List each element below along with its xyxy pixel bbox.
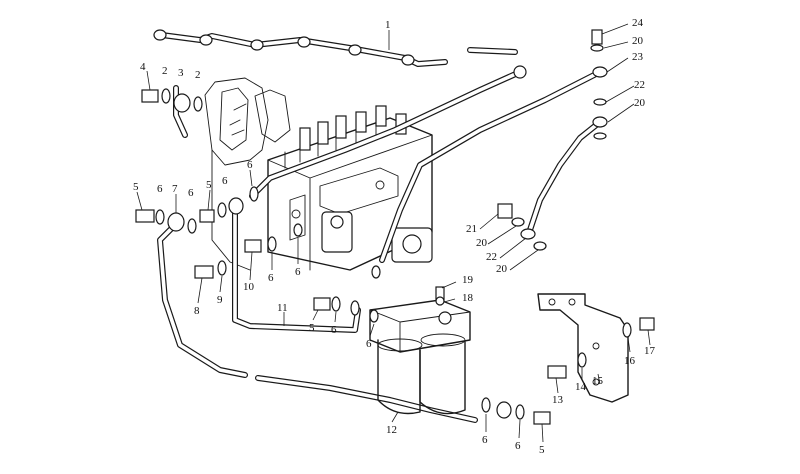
callout-15: 15 bbox=[592, 375, 604, 387]
callout-10: 10 bbox=[243, 281, 255, 293]
injection-pump bbox=[267, 105, 433, 271]
callout-22: 22 bbox=[634, 79, 645, 91]
callout-18: 18 bbox=[462, 292, 474, 304]
callout-5: 5 bbox=[539, 444, 545, 456]
callout-labels: 1 24 20 23 4 2 3 2 22 20 5 6 7 6 5 6 6 2… bbox=[133, 17, 656, 456]
callout-6: 6 bbox=[188, 187, 194, 199]
callout-6: 6 bbox=[222, 175, 228, 187]
callout-3: 3 bbox=[178, 67, 184, 79]
callout-24: 24 bbox=[632, 17, 644, 29]
callout-5: 5 bbox=[133, 181, 139, 193]
callout-21: 21 bbox=[466, 223, 477, 235]
callout-6: 6 bbox=[295, 266, 301, 278]
hardware bbox=[135, 29, 655, 425]
callout-9: 9 bbox=[217, 294, 223, 306]
fuel-filter bbox=[369, 286, 471, 415]
callout-6: 6 bbox=[247, 159, 253, 171]
callout-20: 20 bbox=[476, 237, 488, 249]
callout-7: 7 bbox=[172, 183, 178, 195]
callout-20: 20 bbox=[632, 35, 644, 47]
callout-8: 8 bbox=[194, 305, 200, 317]
callout-20: 20 bbox=[496, 263, 508, 275]
callout-16: 16 bbox=[624, 355, 636, 367]
callout-22: 22 bbox=[486, 251, 497, 263]
callout-11: 11 bbox=[277, 302, 288, 314]
callout-6: 6 bbox=[366, 338, 372, 350]
callout-17: 17 bbox=[644, 345, 656, 357]
callout-12: 12 bbox=[386, 424, 397, 436]
callout-1: 1 bbox=[385, 19, 391, 31]
callout-6: 6 bbox=[268, 272, 274, 284]
callout-20: 20 bbox=[634, 97, 646, 109]
callout-2: 2 bbox=[162, 65, 168, 77]
engine-block bbox=[204, 77, 291, 271]
leader-lines bbox=[136, 23, 651, 443]
callout-13: 13 bbox=[552, 394, 564, 406]
callout-5: 5 bbox=[309, 322, 315, 334]
leak-off-line bbox=[153, 29, 518, 67]
callout-23: 23 bbox=[632, 51, 644, 63]
callout-19: 19 bbox=[462, 274, 474, 286]
callout-6: 6 bbox=[515, 440, 521, 452]
mounting-bracket bbox=[537, 293, 629, 403]
callout-5: 5 bbox=[206, 179, 212, 191]
callout-2: 2 bbox=[195, 69, 201, 81]
callout-6: 6 bbox=[331, 324, 337, 336]
callout-4: 4 bbox=[140, 61, 146, 73]
callout-6: 6 bbox=[157, 183, 163, 195]
callout-14: 14 bbox=[575, 381, 587, 393]
callout-6: 6 bbox=[482, 434, 488, 446]
